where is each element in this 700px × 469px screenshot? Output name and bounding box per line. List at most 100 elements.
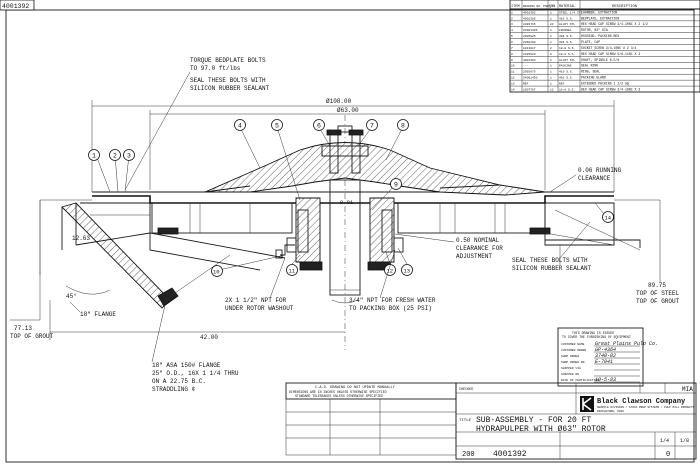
title-line-1: SUB-ASSEMBLY - FOR 20 FT [476,416,591,425]
bom-cell: 4001392 [523,11,536,14]
svg-text:STANDARD TOLERANCES UNLESS OTH: STANDARD TOLERANCES UNLESS OTHERWISE SPE… [295,394,383,398]
bom-cell: 1025923 [523,53,536,56]
svg-text:14: 14 [605,215,612,222]
svg-text:TO COVER THE FURNISHING OF EQU: TO COVER THE FURNISHING OF EQUIPMENT [562,335,631,339]
stamp-label: CUSTOMER ORDER [561,349,586,352]
cross-section [40,115,660,350]
stamp-label: SHIPPED VIA [561,367,581,370]
note-top-of-grout-1: 77.13 [14,325,32,332]
note-seal-top-2: SILICON RUBBER SEALANT [190,85,270,92]
bom-cell: RING, SEAL [581,70,600,74]
bom-cell: PACKING [559,65,572,68]
bill-of-materials: ITEM DRAWING NO. PART NO. QTY MATERIAL D… [509,0,700,93]
callout-11 [286,264,298,276]
bom-cell: PLATE, CAP [581,40,600,44]
bom-cell: 1 [550,77,552,80]
update-notice: C.A.D. DRAWING DO NOT UPDATE MANUALLY [315,386,396,390]
bom-cell: 1 [550,17,552,20]
company-logo [580,396,594,412]
dimensions: Ø108.00 Ø63.00 42.00 12.63 45° 0.91 [10,98,615,341]
bom-cell: PACKING GLAND [581,76,606,80]
notes: TORQUE BEDPLATE BOLTS TO 97.0 ft/lbs SEA… [10,57,680,393]
note-seal-right-1: SEAL THESE BOLTS WITH [512,257,588,264]
bom-cell: 304 S.S. [559,35,574,38]
bom-cell: ROTOR, 63" DIA [581,28,608,32]
note-flange-18: 18" FLANGE [80,311,116,318]
note-top-of-steel-2: TOP OF STEEL [636,290,680,297]
bom-cell: 18-8 S.S. [559,47,575,50]
svg-text:13: 13 [404,268,411,275]
stamp-label: SHIPPED ON [561,373,579,376]
bom-cell: 10 [511,65,515,68]
stamp-value: Great Plains Pulp Co. [595,341,658,347]
dim-angle: 45° [66,293,77,300]
note-top-of-steel-3: TOP OF GROUT [636,298,680,305]
corner-label-box [0,0,35,11]
bom-cell: 1 [511,11,513,14]
stamp-value: 3740-02 [595,353,616,359]
callout-4 [234,119,246,131]
bom-cell: 2 [511,17,513,20]
callouts: 1 2 3 4 5 6 7 8 9 10 [88,119,614,277]
stamp-label: CUSTOMER NAME [561,343,585,346]
certification-stamp: THIS DRAWING IS ISSUED TO COVER THE FURN… [557,327,658,387]
svg-text:1: 1 [92,153,96,160]
bom-cell: 12 [511,77,515,80]
corner-label: 4001392 [2,3,29,10]
scale: 1/8 [680,438,689,444]
sheet: 1/4 [660,438,669,444]
dim-63: Ø63.00 [337,107,359,114]
callout-2 [109,149,121,161]
cap-plate [321,145,369,157]
stamp-value: 10-5-83 [595,377,616,383]
note-flange-asa-1: 18" ASA 150# FLANGE [152,362,221,369]
note-running-clearance-1: 0.06 RUNNING [578,167,622,174]
note-npt-washout-1: 2X 1 1/2" NPT FOR [225,297,287,304]
note-npt-washout-2: UNDER ROTOR WASHOUT [225,305,294,312]
bom-cell: 1 [550,65,552,68]
callout-1 [88,149,100,161]
bom-cell: 416 S.S. [559,71,574,74]
dim-42: 42.00 [200,334,218,341]
note-nominal-clearance-3: ADJUSTMENT [456,253,492,260]
bom-cell: STEEL 1/4 STL [559,10,583,14]
callout-3 [123,149,135,161]
bom-cell: 7 [511,47,513,50]
svg-text:7: 7 [370,123,374,130]
bom-cell: 1013817 [523,47,536,50]
tolerance-block: C.A.D. DRAWING DO NOT UPDATE MANUALLY DI… [285,382,457,456]
bom-cell: 14 [511,88,515,91]
svg-text:DIMENSIONS ARE IN INCHES UNLES: DIMENSIONS ARE IN INCHES UNLESS OTHERWIS… [289,390,387,394]
stamp-label: SHOP ORDER NO. [561,361,586,364]
svg-text:10: 10 [213,269,220,276]
svg-text:9: 9 [394,182,398,189]
note-torque-1: TORQUE BEDPLATE BOLTS [190,57,266,64]
note-top-of-steel-1: 89.75 [648,282,666,289]
note-flange-asa-4: STRADDLING ¢ [152,386,196,393]
bom-cell: 416 S.S. [559,17,574,20]
note-npt-water-1: 3/4" NPT FOR FRESH WATER [349,297,436,304]
bom-cell: SOCKET SCREW 3/4-10NC X 2 3/4 [581,46,637,50]
svg-text:3: 3 [127,153,131,160]
bom-cell: 9 [511,59,513,62]
title-label: TITLE [459,419,472,423]
title-block: Black Clawson Company SHARTLE DIVISION /… [455,382,697,460]
callout-5 [271,119,283,131]
bom-cell: 1 [550,59,552,62]
bom-header-item: ITEM [511,5,520,9]
bom-header-description: DESCRIPTION [612,5,637,9]
bom-cell: ALLOY STL [559,59,575,62]
svg-text:4: 4 [238,123,242,130]
bom-cell: --- [523,65,529,68]
note-seal-right-2: SILICON RUBBER SEALANT [512,265,592,272]
extraction-chamber-right [544,202,615,246]
revision: 0 [666,451,670,459]
company-name: Black Clawson Company [597,398,686,406]
bom-cell: SHAFT, SPINDLE 6-5/8 [581,58,619,62]
bom-cell: 1093715 [523,23,536,26]
svg-text:11: 11 [289,268,296,275]
bom-cell: 4001364 [523,59,536,62]
callout-8 [397,119,409,131]
note-top-of-grout-2: TOP OF GROUT [10,333,54,340]
bom-cell: 2 [550,47,552,50]
